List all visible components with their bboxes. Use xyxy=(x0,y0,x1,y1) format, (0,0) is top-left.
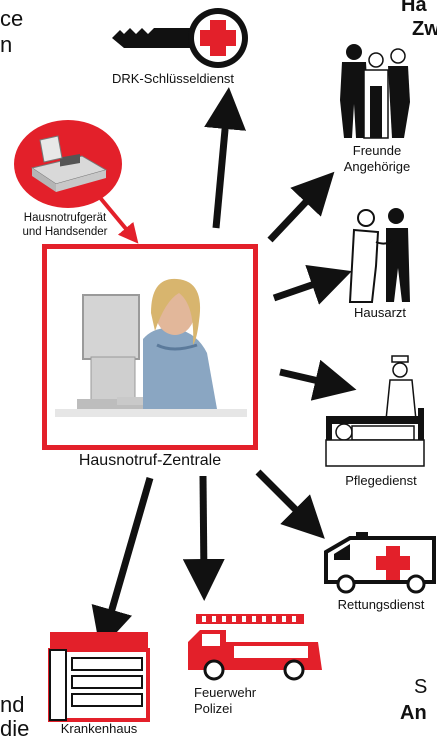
label-device-line2: und Handsender xyxy=(22,226,108,238)
fire-truck-icon xyxy=(188,614,322,681)
label-fire-line2: Polizei xyxy=(194,701,233,716)
arrow-to-ambulance xyxy=(255,469,325,539)
cropped-text-top-right-2: Zw xyxy=(412,18,437,40)
ambulance-icon xyxy=(324,532,436,594)
hausnotruf-device-icon xyxy=(14,120,122,208)
label-key-service: DRK-Schlüsseldienst xyxy=(111,71,235,86)
label-fire-line1: Feuerwehr xyxy=(194,685,257,700)
cropped-text-top-left-1: ce xyxy=(0,6,24,31)
arrow-to-doctor xyxy=(272,264,352,305)
cropped-text-top-right-1: Ha xyxy=(401,0,427,16)
arrow-to-hospital xyxy=(91,477,154,651)
label-hospital: Krankenhaus xyxy=(60,721,138,736)
key-with-red-cross-icon xyxy=(112,8,248,68)
cropped-text-bottom-right-1: S xyxy=(414,676,428,698)
doctor-examining-patient-icon xyxy=(348,208,410,303)
label-friends-line2: Angehörige xyxy=(343,159,411,174)
label-device-line1: Hausnotrufgerät xyxy=(23,212,107,224)
label-center: Hausnotruf-Zentrale xyxy=(78,452,222,469)
family-icon xyxy=(340,44,410,139)
cropped-text-top-left-2: n xyxy=(0,32,13,57)
cropped-text-bottom-left-1: nd xyxy=(0,692,25,717)
label-friends-line1: Freunde xyxy=(352,143,402,158)
arrow-to-friends xyxy=(267,171,335,243)
nurse-with-patient-bed-icon xyxy=(325,355,425,467)
arrow-to-fire xyxy=(182,475,225,601)
center-photo-frame xyxy=(42,244,258,450)
arrow-to-care xyxy=(279,359,357,401)
cropped-text-bottom-right-2: An xyxy=(400,702,427,724)
label-doctor: Hausarzt xyxy=(353,305,407,320)
label-ambulance: Rettungsdienst xyxy=(337,597,425,612)
arrow-to-key-service xyxy=(204,87,246,229)
hospital-building-icon xyxy=(48,632,150,722)
operator-photo-icon xyxy=(47,249,253,445)
label-care: Pflegedienst xyxy=(345,473,417,488)
cropped-text-bottom-left-2: die xyxy=(0,716,30,741)
